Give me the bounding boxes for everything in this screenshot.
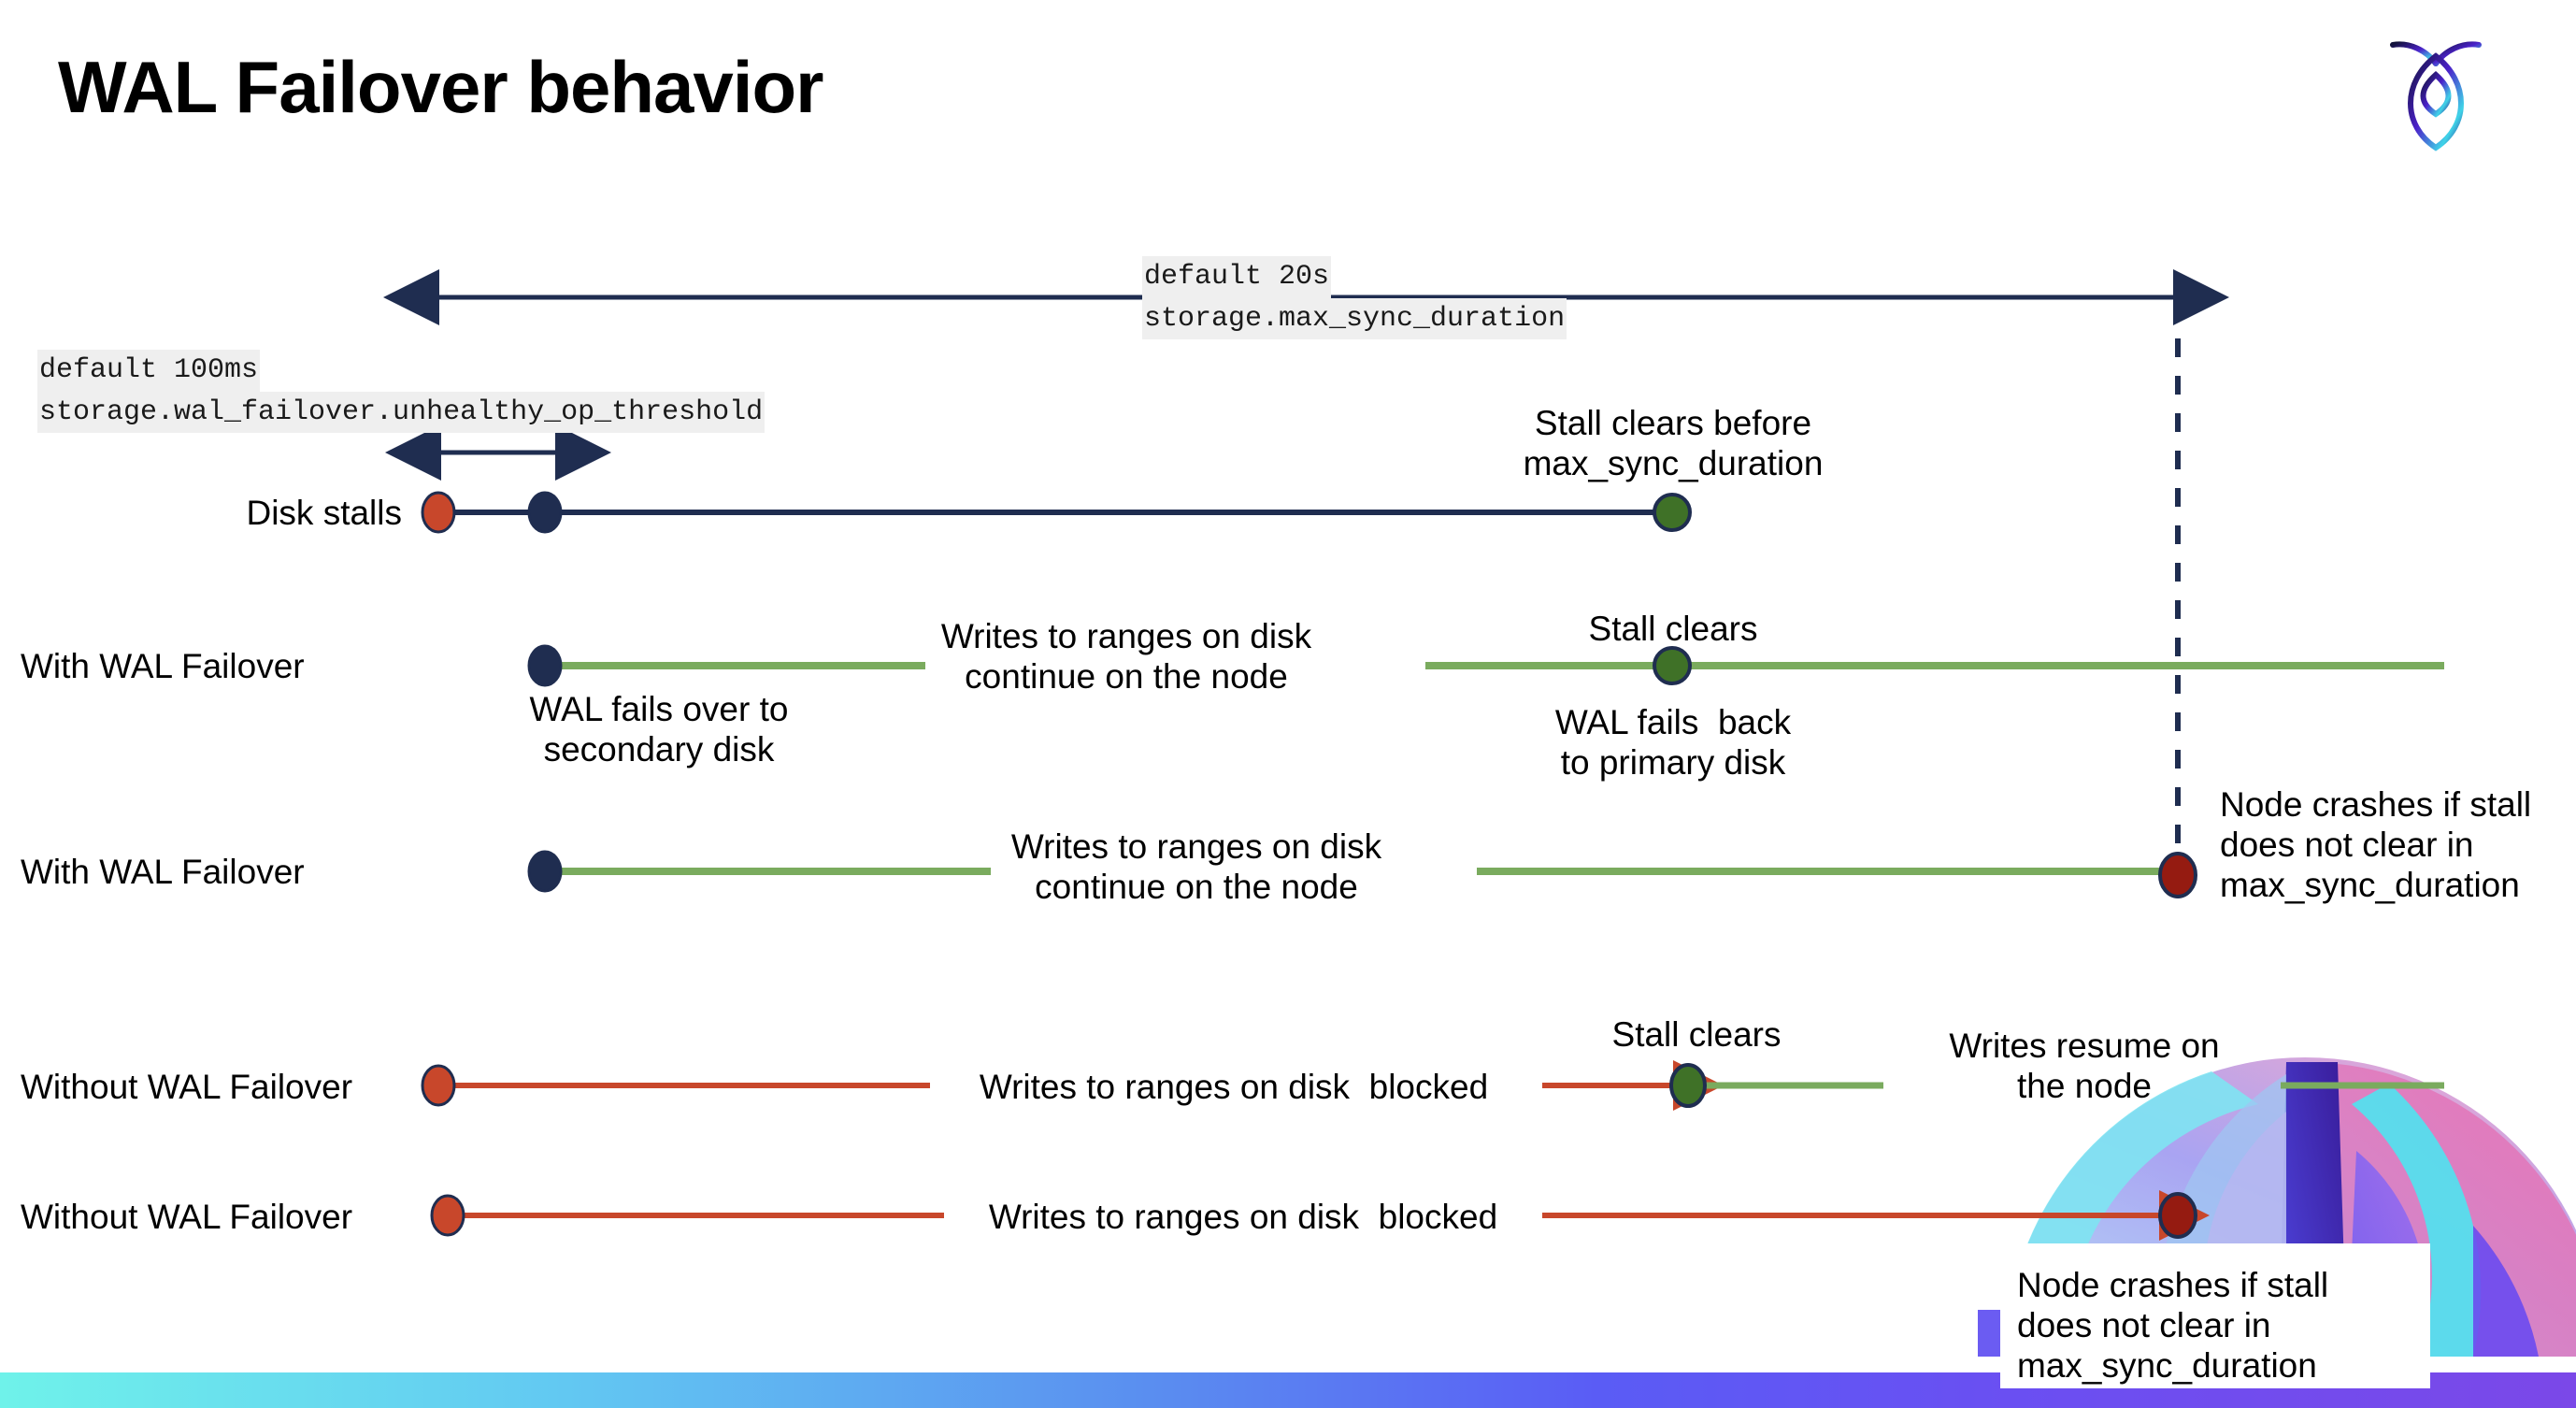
row-label-with-failover-2: With WAL Failover <box>21 853 305 891</box>
page-title: WAL Failover behavior <box>58 46 823 128</box>
note-node-crashes-row5: Node crashes if stall does not clear in … <box>2017 1266 2329 1385</box>
row-disk-stalls-timeline <box>421 491 1692 534</box>
note-wal-fails-back-primary: WAL fails back to primary disk <box>1554 703 1792 782</box>
note-writes-blocked-row5: Writes to ranges on disk blocked <box>988 1198 1498 1236</box>
max-sync-name-text: storage.max_sync_duration <box>1142 297 1567 340</box>
row-label-with-failover-1: With WAL Failover <box>21 647 305 685</box>
row-label-disk-stalls: Disk stalls <box>246 494 402 532</box>
cockroach-labs-logo-icon <box>2380 28 2492 159</box>
row-label-without-failover-2: Without WAL Failover <box>21 1198 353 1236</box>
note-stall-clears-before-max-sync: Stall clears before max_sync_duration <box>1523 404 1824 482</box>
unhealthy-name-text: storage.wal_failover.unhealthy_op_thresh… <box>37 391 766 434</box>
row-with-failover-crashes-timeline <box>527 850 2197 898</box>
node-crash-callout-box: Node crashes if stall does not clear in … <box>2000 1243 2430 1388</box>
unhealthy-default-text: default 100ms <box>37 350 261 392</box>
note-stall-clears-row2: Stall clears <box>1588 610 1758 648</box>
max-sync-default-text: default 20s <box>1142 256 1332 298</box>
note-writes-blocked-row4: Writes to ranges on disk blocked <box>979 1068 1489 1106</box>
note-writes-continue-1: Writes to ranges on disk continue on the… <box>940 617 1312 696</box>
note-writes-resume: Writes resume on the node <box>1949 1027 2220 1105</box>
row-label-without-failover-1: Without WAL Failover <box>21 1068 353 1106</box>
note-writes-continue-2: Writes to ranges on disk continue on the… <box>1010 827 1382 906</box>
row-with-failover-recovers-timeline <box>527 644 2444 687</box>
row-without-failover-recovers-timeline <box>421 1060 2444 1111</box>
note-wal-fails-over-secondary: WAL fails over to secondary disk <box>529 690 789 769</box>
note-node-crashes-row3: Node crashes if stall does not clear in … <box>2220 785 2532 904</box>
note-stall-clears-row4: Stall clears <box>1611 1015 1782 1054</box>
row-without-failover-crashes-timeline <box>430 1190 2210 1241</box>
